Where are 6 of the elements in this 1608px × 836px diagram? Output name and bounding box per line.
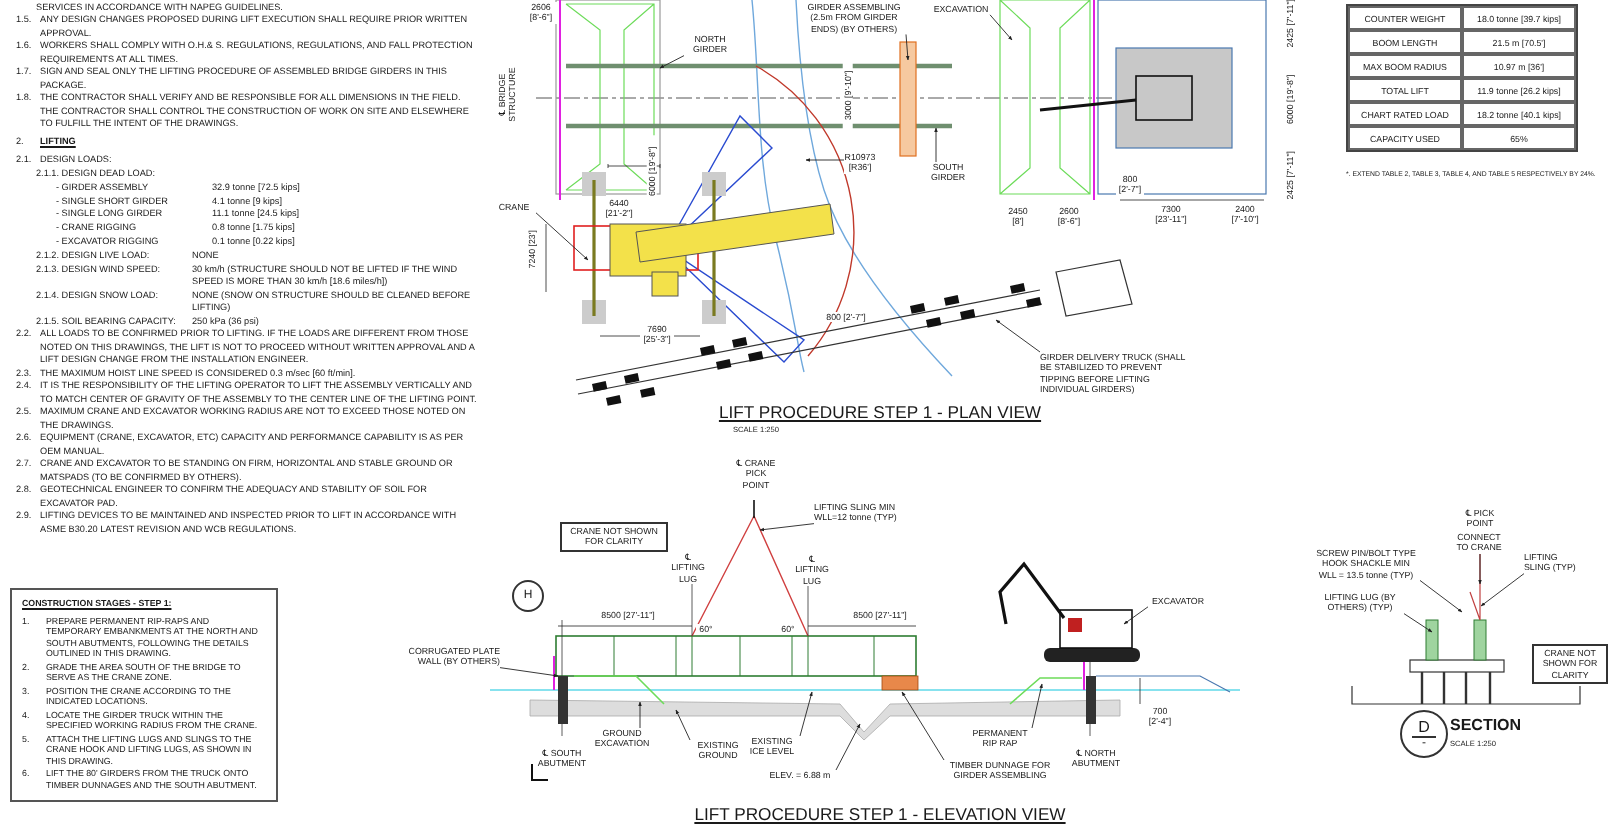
view-title: LIFT PROCEDURE STEP 1 - ELEVATION VIEW [690, 804, 1070, 825]
section-title: SECTION [1450, 716, 1522, 736]
orientation-marker [512, 580, 544, 612]
section-letter: D [1412, 719, 1436, 737]
stages-box [10, 588, 278, 803]
section-marker [1400, 710, 1448, 758]
